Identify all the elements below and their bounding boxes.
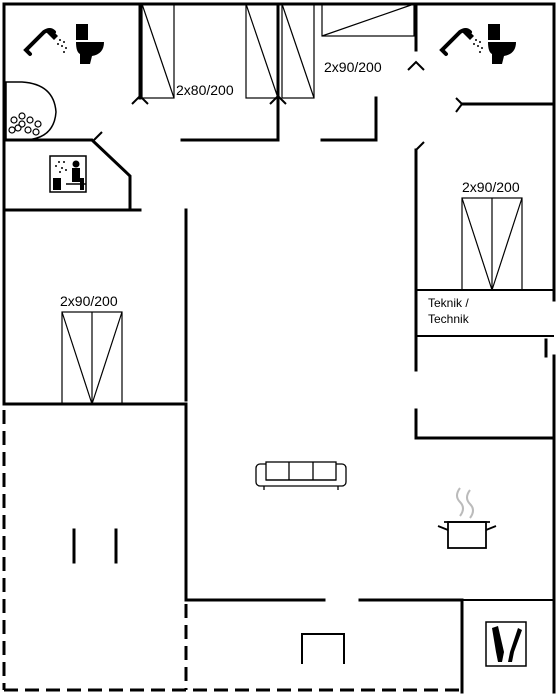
utility-icon [485, 621, 527, 667]
bed-left: 2x90/200 [60, 293, 123, 405]
bed-label-left: 2x90/200 [60, 293, 118, 309]
cooking-pot-icon [437, 487, 497, 549]
bed-top-left: 2x80/200 [141, 3, 279, 99]
sauna-icon [49, 155, 87, 193]
whirlpool-icon [5, 81, 57, 141]
sofa-icon [255, 461, 347, 490]
bed-top-right: 2x90/200 [281, 3, 415, 99]
toilet-icon [488, 24, 516, 64]
toilet-icon [76, 24, 104, 64]
bed-label-top-left: 2x80/200 [176, 82, 234, 98]
bed-right: 2x90/200 [461, 179, 523, 291]
technical-room-label-line1: Teknik / [428, 296, 469, 310]
technical-room: Teknik / Technik [428, 296, 470, 326]
shower-icon [439, 28, 483, 56]
technical-room-label-line2: Technik [428, 312, 470, 326]
door-markers [93, 60, 464, 151]
bed-label-right: 2x90/200 [462, 179, 520, 195]
shower-icon [23, 28, 67, 56]
terrace-outline [2, 410, 462, 692]
bed-label-top-right: 2x90/200 [324, 59, 382, 75]
